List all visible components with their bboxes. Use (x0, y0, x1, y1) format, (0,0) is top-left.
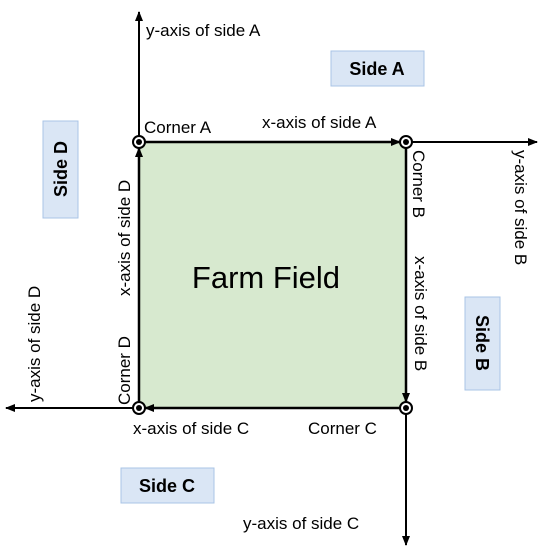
y-axis-side-d-label: y-axis of side D (25, 286, 44, 402)
y-axis-side-b-label: y-axis of side B (511, 150, 530, 265)
x-axis-side-b-label: x-axis of side B (411, 256, 430, 371)
corner-b-marker (399, 135, 413, 149)
corner-b-label: Corner B (409, 150, 428, 218)
corner-c-label: Corner C (308, 419, 377, 438)
side-d-box: Side D (42, 120, 79, 219)
x-axis-side-c-label: x-axis of side C (133, 419, 249, 438)
farm-field-area (137, 140, 408, 410)
corner-d-marker (132, 401, 146, 415)
x-axis-side-a-label: x-axis of side A (262, 113, 377, 132)
side-c-box: Side C (120, 467, 215, 504)
side-c-label: Side C (139, 476, 195, 496)
x-axis-side-d-label: x-axis of side D (115, 180, 134, 296)
farm-field-label: Farm Field (192, 260, 340, 295)
side-b-label: Side B (472, 315, 492, 371)
corner-d-label: Corner D (115, 336, 134, 405)
side-a-box: Side A (330, 50, 425, 87)
corner-a-label: Corner A (144, 118, 212, 137)
corner-c-marker (399, 401, 413, 415)
y-axis-side-a-label: y-axis of side A (146, 21, 261, 40)
side-b-box: Side B (464, 296, 501, 391)
side-a-label: Side A (349, 59, 404, 79)
corner-a-marker (132, 135, 146, 149)
y-axis-side-c-label: y-axis of side C (243, 514, 359, 533)
side-d-label: Side D (51, 141, 71, 197)
